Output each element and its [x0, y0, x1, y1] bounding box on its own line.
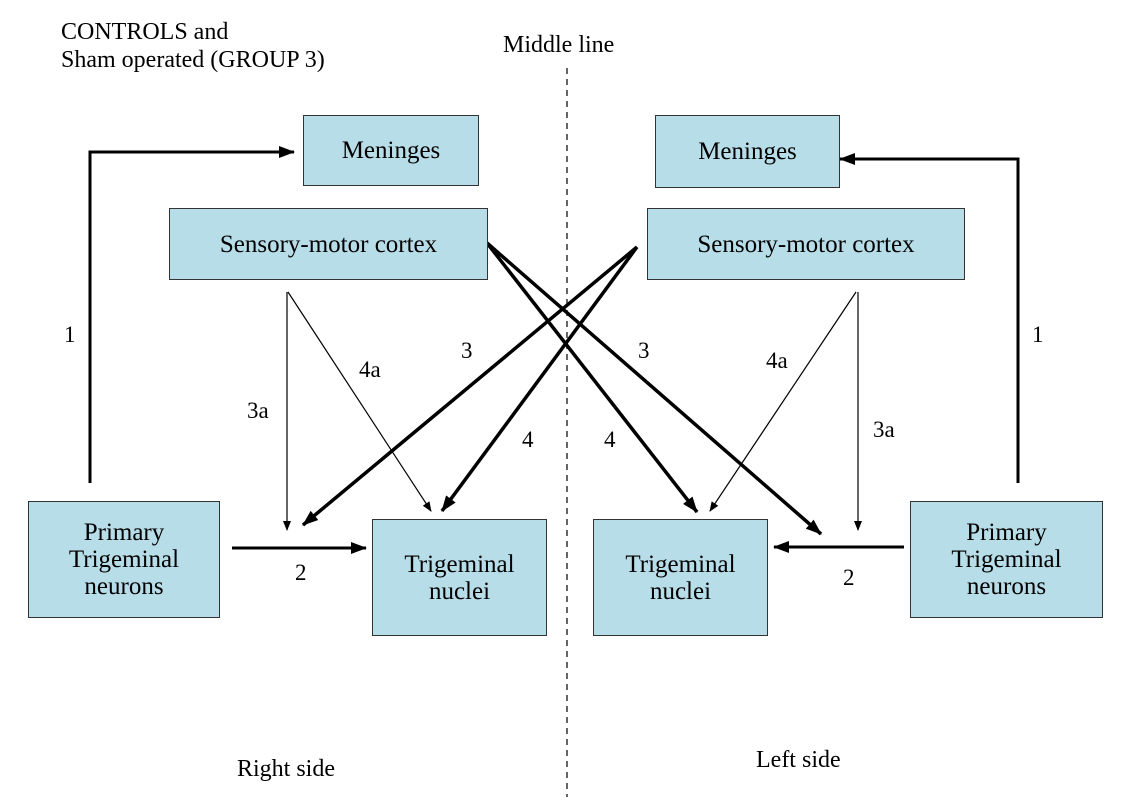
left-label-1: 1 — [1032, 322, 1044, 347]
right-trigeminal-nuclei-box: Trigeminal nuclei — [372, 519, 547, 636]
cross-arrow-3-from-right — [485, 241, 823, 536]
right-arrow-1 — [88, 146, 295, 483]
left-trigeminal-nuclei-box: Trigeminal nuclei — [593, 519, 768, 636]
right-primary-neurons-box: Primary Trigeminal neurons — [28, 501, 220, 618]
left-label-3: 3 — [638, 338, 650, 363]
left-side-label: Left side — [756, 747, 841, 773]
group-title-line-1: CONTROLS and — [61, 19, 229, 45]
middle-line-label: Middle line — [503, 32, 615, 58]
right-label-1: 1 — [64, 322, 76, 347]
left-label-3a: 3a — [873, 417, 895, 442]
left-arrow-4a — [709, 291, 857, 512]
right-label-3: 3 — [461, 338, 473, 363]
right-meninges-box: Meninges — [303, 115, 479, 186]
left-meninges-box: Meninges — [655, 115, 840, 188]
right-primary-line-3: neurons — [84, 573, 164, 600]
left-label-4: 4 — [604, 427, 616, 452]
left-primary-neurons-box: Primary Trigeminal neurons — [910, 501, 1103, 618]
left-primary-line-3: neurons — [966, 573, 1047, 600]
left-label-4a: 4a — [766, 348, 788, 373]
right-label-3a: 3a — [247, 398, 269, 423]
group-title-line-2: Sham operated (GROUP 3) — [61, 47, 325, 73]
left-primary-line-1: Primary — [966, 519, 1047, 546]
right-nuclei-line-2: nuclei — [428, 577, 491, 605]
left-meninges-label: Meninges — [698, 138, 797, 165]
right-label-4a: 4a — [359, 357, 381, 382]
right-side-label: Right side — [237, 756, 336, 782]
left-arrow-1 — [839, 153, 1020, 483]
right-cortex-box: Sensory-motor cortex — [169, 208, 488, 280]
right-primary-line-1: Primary — [83, 519, 165, 546]
right-arrow-4a — [287, 291, 432, 512]
group-title: CONTROLS and Sham operated (GROUP 3) — [61, 18, 325, 74]
left-nuclei-line-1: Trigeminal — [625, 550, 736, 578]
left-cortex-label: Sensory-motor cortex — [697, 230, 915, 258]
left-nuclei-line-2: nuclei — [649, 577, 712, 605]
cross-arrow-4-from-left — [440, 245, 639, 513]
left-label-2: 2 — [843, 565, 855, 590]
right-label-2: 2 — [295, 560, 307, 585]
cross-arrow-4-from-right — [485, 241, 699, 514]
right-meninges-label: Meninges — [341, 137, 441, 164]
left-primary-line-2: Trigeminal — [951, 546, 1062, 573]
cross-arrow-3-from-left — [301, 245, 639, 527]
right-cortex-label: Sensory-motor cortex — [219, 230, 438, 258]
right-primary-line-2: Trigeminal — [68, 546, 180, 573]
left-cortex-box: Sensory-motor cortex — [647, 208, 965, 280]
right-label-4: 4 — [522, 427, 534, 452]
right-nuclei-line-1: Trigeminal — [404, 550, 515, 578]
